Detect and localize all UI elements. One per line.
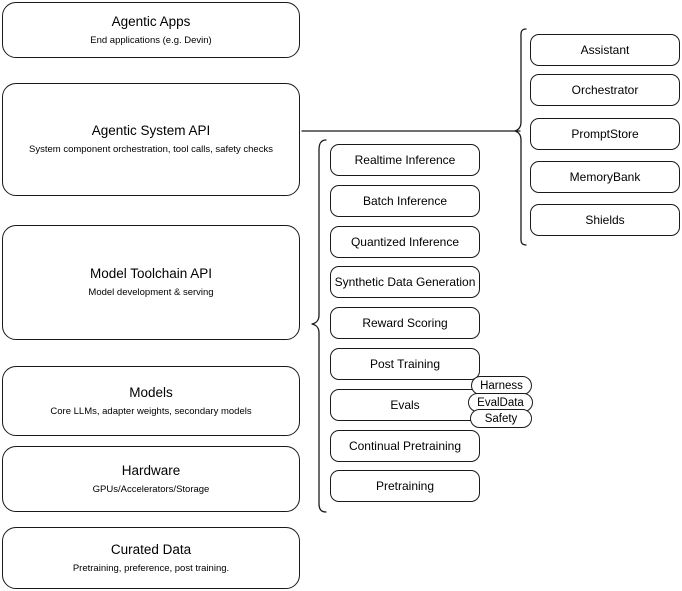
eval-pill-safety[interactable]: Safety bbox=[470, 409, 532, 428]
toolchain-item-quantized-inference[interactable]: Quantized Inference bbox=[330, 226, 480, 258]
eval-pill-label: EvalData bbox=[477, 396, 524, 409]
layer-title: Curated Data bbox=[110, 541, 192, 557]
brace-toolchain-components bbox=[311, 139, 327, 513]
toolchain-item-label: Batch Inference bbox=[362, 193, 448, 208]
system-item-shields[interactable]: Shields bbox=[530, 204, 680, 236]
eval-pill-label: Harness bbox=[480, 379, 523, 392]
toolchain-item-post-training[interactable]: Post Training bbox=[330, 348, 480, 380]
system-item-assistant[interactable]: Assistant bbox=[530, 34, 680, 66]
toolchain-item-reward-scoring[interactable]: Reward Scoring bbox=[330, 307, 480, 339]
system-item-label: Shields bbox=[585, 212, 625, 227]
toolchain-item-label: Realtime Inference bbox=[354, 152, 456, 167]
eval-pill-label: Safety bbox=[484, 412, 518, 425]
layer-title: Hardware bbox=[121, 462, 181, 478]
toolchain-item-label: Quantized Inference bbox=[350, 234, 460, 249]
toolchain-item-label: Continual Pretraining bbox=[348, 438, 462, 453]
toolchain-item-batch-inference[interactable]: Batch Inference bbox=[330, 185, 480, 217]
toolchain-item-label: Pretraining bbox=[375, 478, 435, 493]
system-item-label: Orchestrator bbox=[571, 82, 639, 97]
layer-subtitle: System component orchestration, tool cal… bbox=[29, 144, 273, 155]
toolchain-item-realtime-inference[interactable]: Realtime Inference bbox=[330, 144, 480, 176]
layer-title: Agentic Apps bbox=[111, 13, 191, 29]
toolchain-item-label: Post Training bbox=[369, 356, 441, 371]
layer-subtitle: Model development & serving bbox=[88, 287, 214, 298]
layer-agentic-system-api[interactable]: Agentic System API System component orch… bbox=[2, 83, 300, 196]
layer-agentic-apps[interactable]: Agentic Apps End applications (e.g. Devi… bbox=[2, 2, 300, 58]
toolchain-item-label: Reward Scoring bbox=[362, 315, 448, 330]
layer-subtitle: Core LLMs, adapter weights, secondary mo… bbox=[50, 405, 252, 417]
layer-curated-data[interactable]: Curated Data Pretraining, preference, po… bbox=[2, 527, 300, 589]
system-item-label: MemoryBank bbox=[569, 169, 641, 184]
toolchain-item-synthetic-data-generation[interactable]: Synthetic Data Generation bbox=[330, 266, 480, 298]
layer-title: Model Toolchain API bbox=[89, 266, 213, 282]
system-item-promptstore[interactable]: PromptStore bbox=[530, 118, 680, 150]
layer-subtitle: GPUs/Accelerators/Storage bbox=[92, 483, 210, 495]
brace-system-components bbox=[514, 28, 527, 246]
system-item-memorybank[interactable]: MemoryBank bbox=[530, 161, 680, 193]
layer-subtitle: Pretraining, preference, post training. bbox=[72, 562, 230, 574]
toolchain-item-label: Evals bbox=[390, 397, 420, 412]
layer-title: Agentic System API bbox=[91, 123, 211, 139]
toolchain-item-evals[interactable]: Evals bbox=[330, 389, 480, 421]
system-item-label: PromptStore bbox=[571, 126, 639, 141]
layer-subtitle: End applications (e.g. Devin) bbox=[90, 34, 212, 46]
system-item-orchestrator[interactable]: Orchestrator bbox=[530, 74, 680, 106]
system-item-label: Assistant bbox=[580, 42, 630, 57]
toolchain-item-pretraining[interactable]: Pretraining bbox=[330, 470, 480, 502]
layer-model-toolchain-api[interactable]: Model Toolchain API Model development & … bbox=[2, 225, 300, 340]
toolchain-item-label: Synthetic Data Generation bbox=[334, 274, 476, 289]
layer-models[interactable]: Models Core LLMs, adapter weights, secon… bbox=[2, 366, 300, 436]
toolchain-item-continual-pretraining[interactable]: Continual Pretraining bbox=[330, 430, 480, 462]
layer-title: Models bbox=[129, 384, 173, 400]
layer-hardware[interactable]: Hardware GPUs/Accelerators/Storage bbox=[2, 446, 300, 512]
